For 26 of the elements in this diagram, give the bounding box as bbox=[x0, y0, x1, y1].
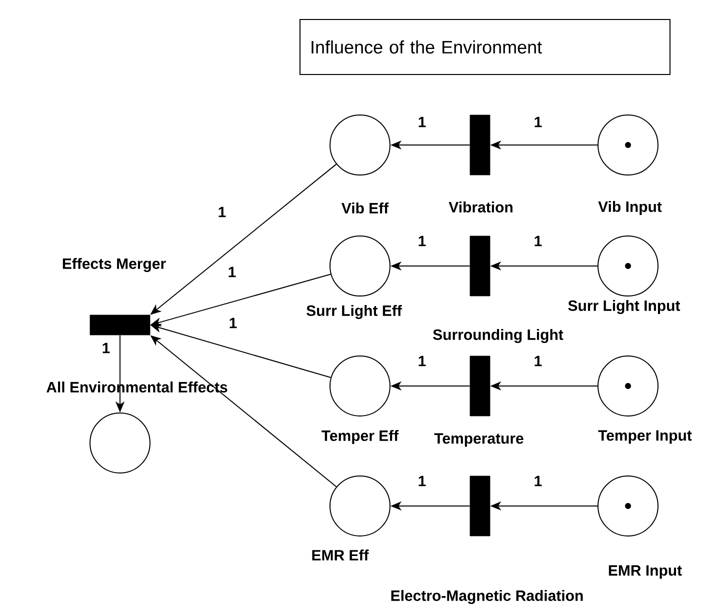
weight-label: 1 bbox=[416, 234, 428, 248]
weight-label: 1 bbox=[416, 116, 428, 128]
weight-label: 1 bbox=[228, 316, 238, 330]
weight-label: 1 bbox=[100, 342, 112, 354]
node-label: EMR Input bbox=[606, 564, 684, 580]
weight-label: 1 bbox=[416, 354, 428, 368]
weight-label: 1 bbox=[532, 116, 544, 128]
node-label: Temperature bbox=[433, 432, 525, 448]
node-label: Temper Input bbox=[597, 429, 693, 445]
node-label: Effects Merger bbox=[60, 256, 168, 274]
node-label: Electro-Magnetic Radiation bbox=[389, 588, 585, 606]
weight-label: 1 bbox=[532, 234, 544, 248]
node-label: Temper Eff bbox=[320, 429, 400, 445]
node-label: Surr Light Eff bbox=[305, 304, 403, 320]
node-label: Vib Eff bbox=[340, 202, 390, 214]
title-box: Influence of the Environment bbox=[300, 19, 670, 75]
weight-label: 1 bbox=[416, 474, 428, 488]
node-label: Surr Light Input bbox=[566, 298, 682, 316]
node-label: EMR Eff bbox=[310, 548, 370, 562]
node-label: Surrounding Light bbox=[432, 328, 564, 344]
weight-label: 1 bbox=[226, 266, 238, 278]
node-label: Vibration bbox=[448, 200, 514, 214]
weight-label: 1 bbox=[532, 354, 544, 368]
node-label: Vib Input bbox=[597, 200, 663, 216]
weight-label: 1 bbox=[532, 474, 544, 488]
weight-label: 1 bbox=[216, 206, 228, 218]
